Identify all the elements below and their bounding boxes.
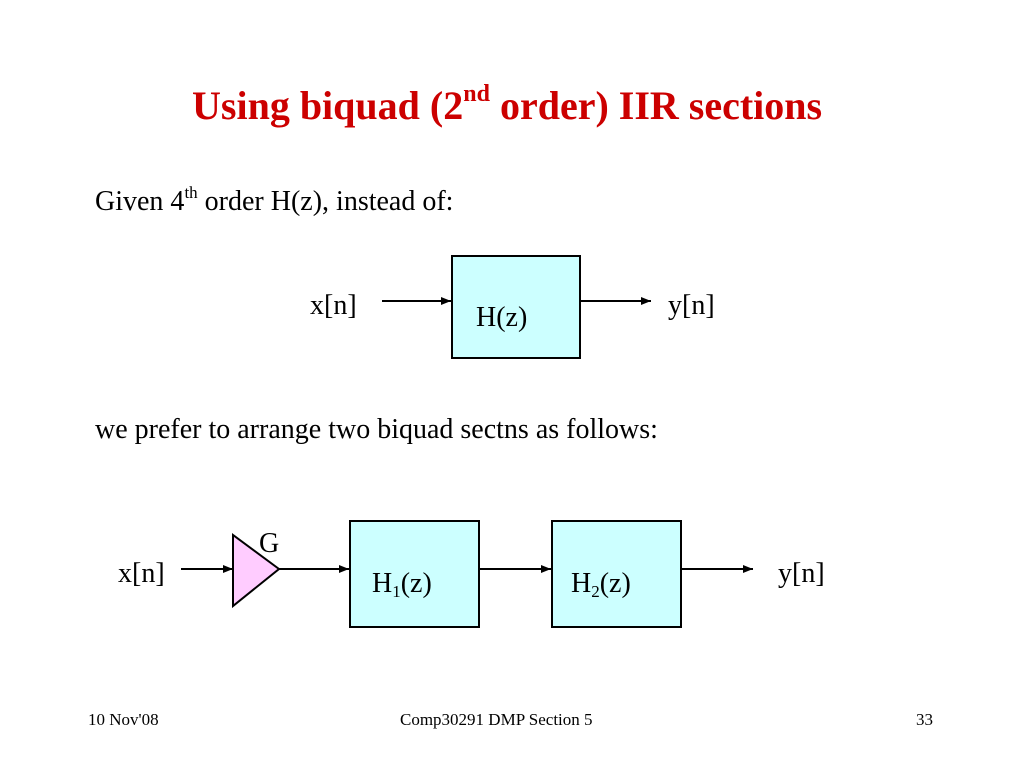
biquad-block-h2-label: H2(z) (571, 568, 631, 601)
input-label-2: x[n] (118, 558, 165, 589)
transfer-block-h (451, 255, 581, 359)
input-label-1: x[n] (310, 290, 357, 321)
slide-title: Using biquad (2nd order) IIR sections (192, 81, 823, 128)
biquad-block-h1 (349, 520, 480, 628)
intro-text: Given 4th order H(z), instead of: (95, 183, 454, 217)
output-label-2: y[n] (778, 558, 825, 589)
cascade-text: we prefer to arrange two biquad sectns a… (95, 414, 658, 445)
footer-course: Comp30291 DMP Section 5 (400, 710, 593, 729)
output-label-1: y[n] (668, 290, 715, 321)
footer-page-number: 33 (916, 710, 933, 729)
gain-triangle (232, 533, 281, 609)
gain-label: G (259, 528, 280, 559)
transfer-block-h-label: H(z) (476, 302, 528, 333)
biquad-block-h1-label: H1(z) (372, 568, 432, 601)
footer-date: 10 Nov'08 (88, 710, 159, 729)
biquad-block-h2 (551, 520, 682, 628)
